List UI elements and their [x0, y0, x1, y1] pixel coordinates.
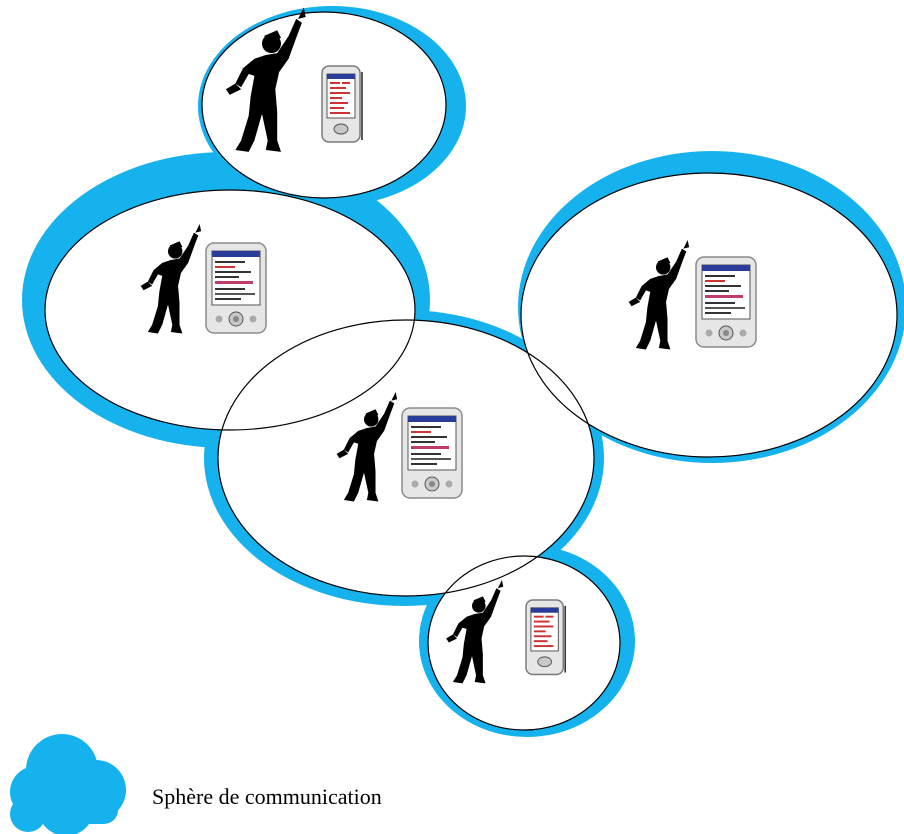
pda-handheld-icon: [695, 256, 757, 348]
zone-4-outline: [217, 319, 595, 597]
pda-handheld-icon: [401, 407, 463, 499]
zone-1-outline: [201, 11, 447, 199]
pda-handheld-icon: [205, 242, 267, 334]
zone-3-outline: [520, 172, 898, 458]
zone-outline-layer: [44, 11, 898, 731]
zone-2-outline: [44, 189, 416, 431]
zone-5-outline: [427, 555, 621, 731]
legend-label: Sphère de communication: [152, 784, 382, 809]
zone-5: [428, 556, 620, 730]
slim-phone-icon: [525, 599, 566, 676]
slim-phone-icon: [321, 65, 363, 143]
legend-cloud-icon: [10, 734, 126, 834]
